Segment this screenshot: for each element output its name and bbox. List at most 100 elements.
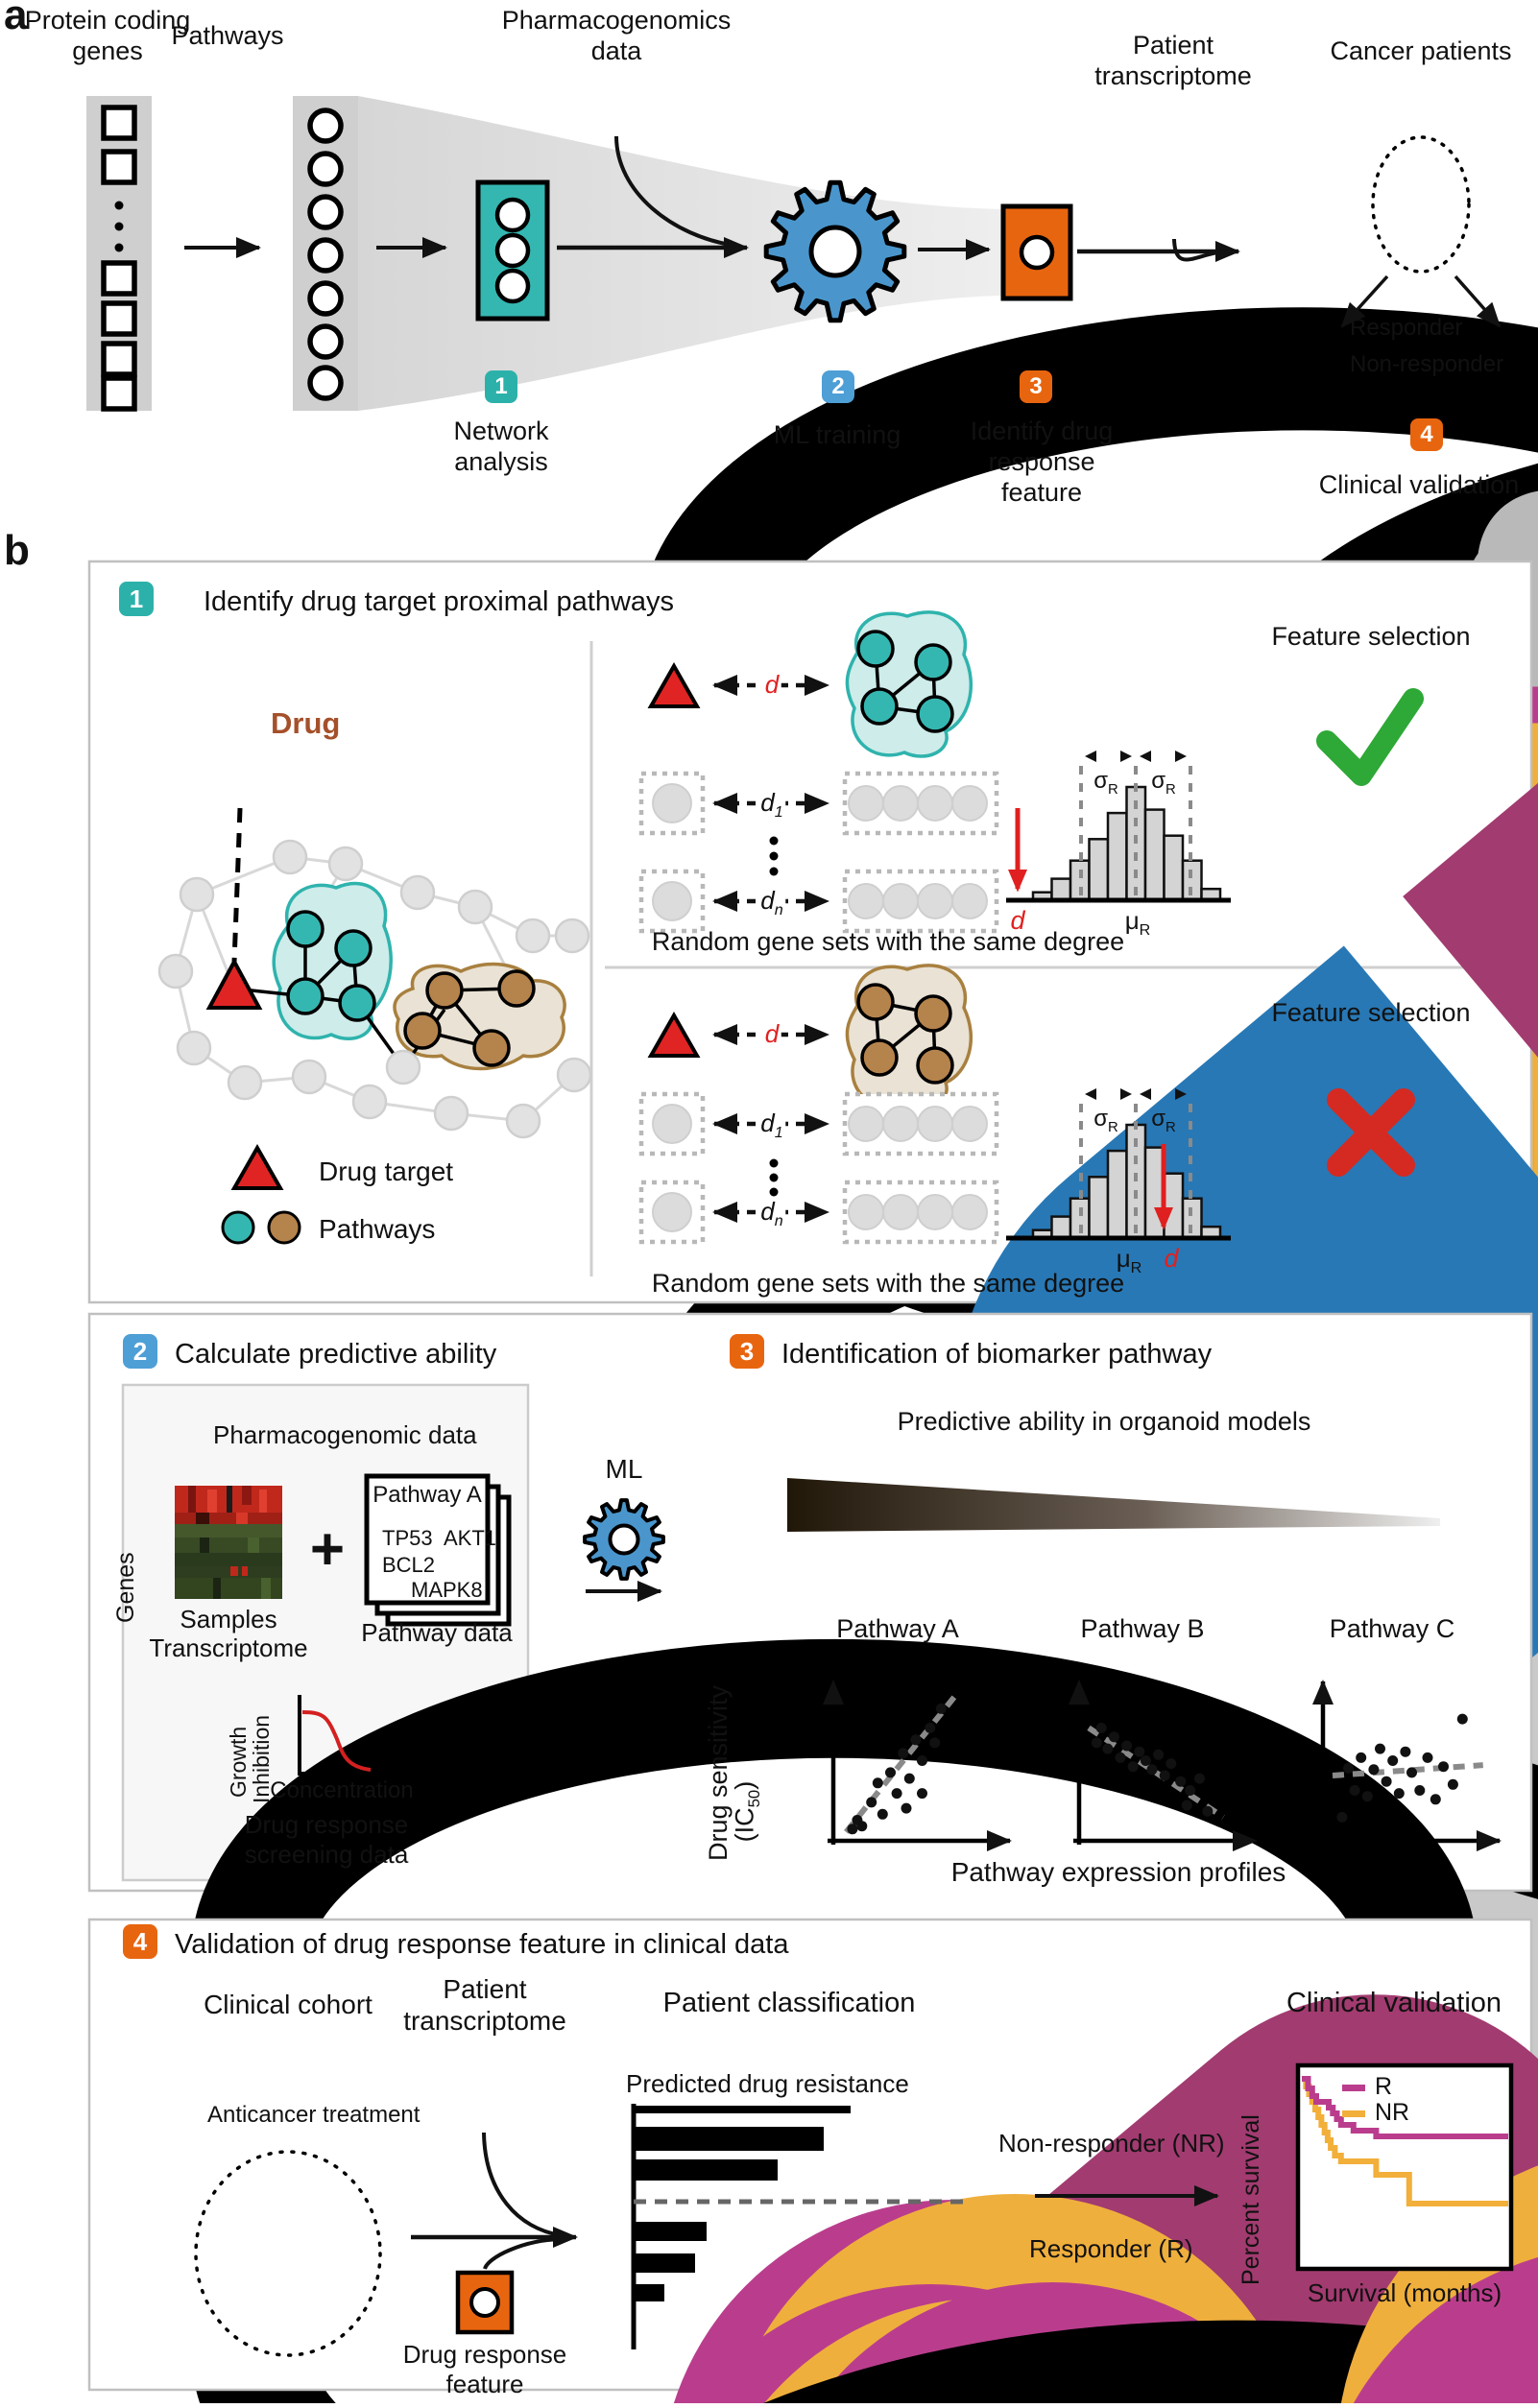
- distance-d1-label-bottom: d1: [757, 1109, 786, 1143]
- gear-hole: [808, 225, 862, 278]
- sigma-label-bottom-left: σR: [1093, 1106, 1118, 1135]
- teal-blob-top-nodes: [856, 630, 954, 733]
- legend-teal-pathway-icon: [221, 1210, 255, 1245]
- pathway-a-plot-label: Pathway A: [836, 1614, 959, 1643]
- cross-icon: [1327, 1088, 1415, 1177]
- random-gene-sets-caption-bottom: Random gene sets with the same degree: [651, 1269, 1125, 1298]
- organoid-subtitle: Predictive ability in organoid models: [897, 1407, 1311, 1436]
- null-distribution-histogram-reject: [1031, 1123, 1222, 1240]
- pathway-cards: [364, 1473, 512, 1627]
- panel-1-badge: 1: [119, 582, 154, 616]
- distance-dn-label-top: dn: [757, 886, 786, 920]
- section-a: [86, 96, 1538, 2300]
- figure-a-label: a: [4, 0, 28, 38]
- survival-months-axis-label: Survival (months): [1307, 2278, 1502, 2307]
- predicted-resistance-bars: [636, 2106, 851, 2301]
- patient-classification-label: Patient classification: [662, 1988, 916, 2018]
- plus-sign: +: [309, 1516, 346, 1583]
- ic50-axis-label: (IC50): [730, 1780, 763, 1843]
- vertical-dots-top: [769, 836, 779, 876]
- teal-pathway-nodes: [286, 910, 376, 1022]
- predictive-ability-gradient: [787, 1478, 1440, 1532]
- pharmacogenomic-data-label: Pharmacogenomic data: [213, 1420, 477, 1449]
- observed-d-label-bottom: d: [1164, 1244, 1179, 1273]
- network-analysis-nodes: [494, 197, 531, 304]
- step-2-badge: 2: [822, 370, 854, 403]
- arrow-to-responders: [1454, 274, 1502, 328]
- genes-axis-label: Genes: [112, 1552, 139, 1623]
- concentration-axis-label: Concentration: [270, 1777, 414, 1803]
- panel-3-badge: 3: [730, 1334, 764, 1369]
- km-plot-frame: [1295, 2062, 1514, 2272]
- curve-patient-transcriptome: [1172, 238, 1230, 262]
- km-legend-nr-dash: [1342, 2110, 1365, 2117]
- sigma-dashed-lines-bottom: [1079, 1104, 1192, 1238]
- panel-3-title: Identification of biomarker pathway: [781, 1339, 1213, 1370]
- scatter-pathway-c: [1312, 1680, 1502, 1851]
- clinical-validation-label-4: Clinical validation: [1286, 1988, 1502, 2018]
- panel-1-title: Identify drug target proximal pathways: [204, 586, 675, 617]
- clinical-validation-label: Clinical validation: [1318, 470, 1520, 499]
- clinical-cohort-label: Clinical cohort: [204, 1990, 372, 2019]
- drug-target-dashed-link: [231, 807, 243, 963]
- step-3-badge: 3: [1020, 370, 1052, 403]
- panel-2-title: Calculate predictive ability: [175, 1339, 497, 1370]
- curve-feature-merge: [483, 2237, 562, 2270]
- cancer-patients-label: Cancer patients: [1330, 36, 1512, 65]
- curve-transcriptome-merge: [482, 2132, 562, 2237]
- gear-small-hole: [608, 1523, 640, 1556]
- nonresponder-legend-label: Non-responder: [1350, 351, 1504, 377]
- transcriptome-label: Transcriptome: [149, 1633, 308, 1662]
- scatter-pathway-a: [823, 1680, 1012, 1851]
- panel-1: [87, 451, 1538, 1901]
- target-triangle-top: [647, 661, 701, 708]
- legend-drug-target-icon: [230, 1143, 284, 1190]
- network-gray-nodes: [157, 839, 592, 1139]
- predicted-resistance-label: Predicted drug resistance: [626, 2069, 909, 2098]
- distance-d1-label-top: d1: [757, 788, 786, 823]
- random-set-row-d1-bottom: [638, 1091, 999, 1156]
- step-1-badge: 1: [485, 370, 517, 403]
- panel-2-3: [87, 1312, 1533, 2403]
- scatter-pathway-b: [1069, 1680, 1258, 1851]
- drug-label: Drug: [271, 706, 341, 740]
- legend-brown-pathway-icon: [267, 1210, 301, 1245]
- card-gene-bcl2: BCL2: [382, 1553, 436, 1577]
- anticancer-treatment-label: Anticancer treatment: [207, 2102, 421, 2128]
- responder-legend-label: Responder: [1350, 315, 1463, 341]
- legend-drug-target-label: Drug target: [319, 1156, 454, 1186]
- panel-2-badge: 2: [123, 1334, 157, 1369]
- sigma-width-arrows-bottom: [1085, 1088, 1187, 1100]
- drug-response-feature-box-4: [455, 2270, 515, 2335]
- sigma-label-top-right: σR: [1151, 768, 1176, 798]
- random-set-row-dn-bottom: [638, 1180, 999, 1245]
- panel-4-badge: 4: [123, 1924, 157, 1959]
- sigmoid-curve: [301, 1710, 372, 1772]
- ml-label: ML: [605, 1454, 643, 1484]
- ellipsis-dots: [114, 201, 124, 252]
- target-triangle-bottom: [647, 1011, 701, 1058]
- mu-label-bottom: μR: [1116, 1244, 1142, 1277]
- ml-training-label: ML training: [773, 420, 901, 449]
- samples-axis-label: Samples: [180, 1605, 277, 1633]
- distance-dn-label-bottom: dn: [757, 1197, 786, 1231]
- step-4-badge: 4: [1410, 418, 1443, 451]
- feature-node: [1019, 234, 1055, 271]
- gene-squares: [101, 105, 137, 412]
- drug-sensitivity-axis-label: Drug sensitivity: [704, 1684, 733, 1861]
- panel-4: [87, 1896, 1538, 2408]
- feature-node-4: [469, 2287, 500, 2318]
- percent-survival-axis-label: Percent survival: [1238, 2114, 1264, 2285]
- km-legend-r-dash: [1342, 2085, 1365, 2091]
- sigma-label-bottom-right: σR: [1151, 1106, 1176, 1135]
- vertical-dots-bottom: [769, 1158, 779, 1197]
- km-legend-r-label: R: [1375, 2073, 1393, 2100]
- distance-d-label-top: d: [761, 670, 782, 700]
